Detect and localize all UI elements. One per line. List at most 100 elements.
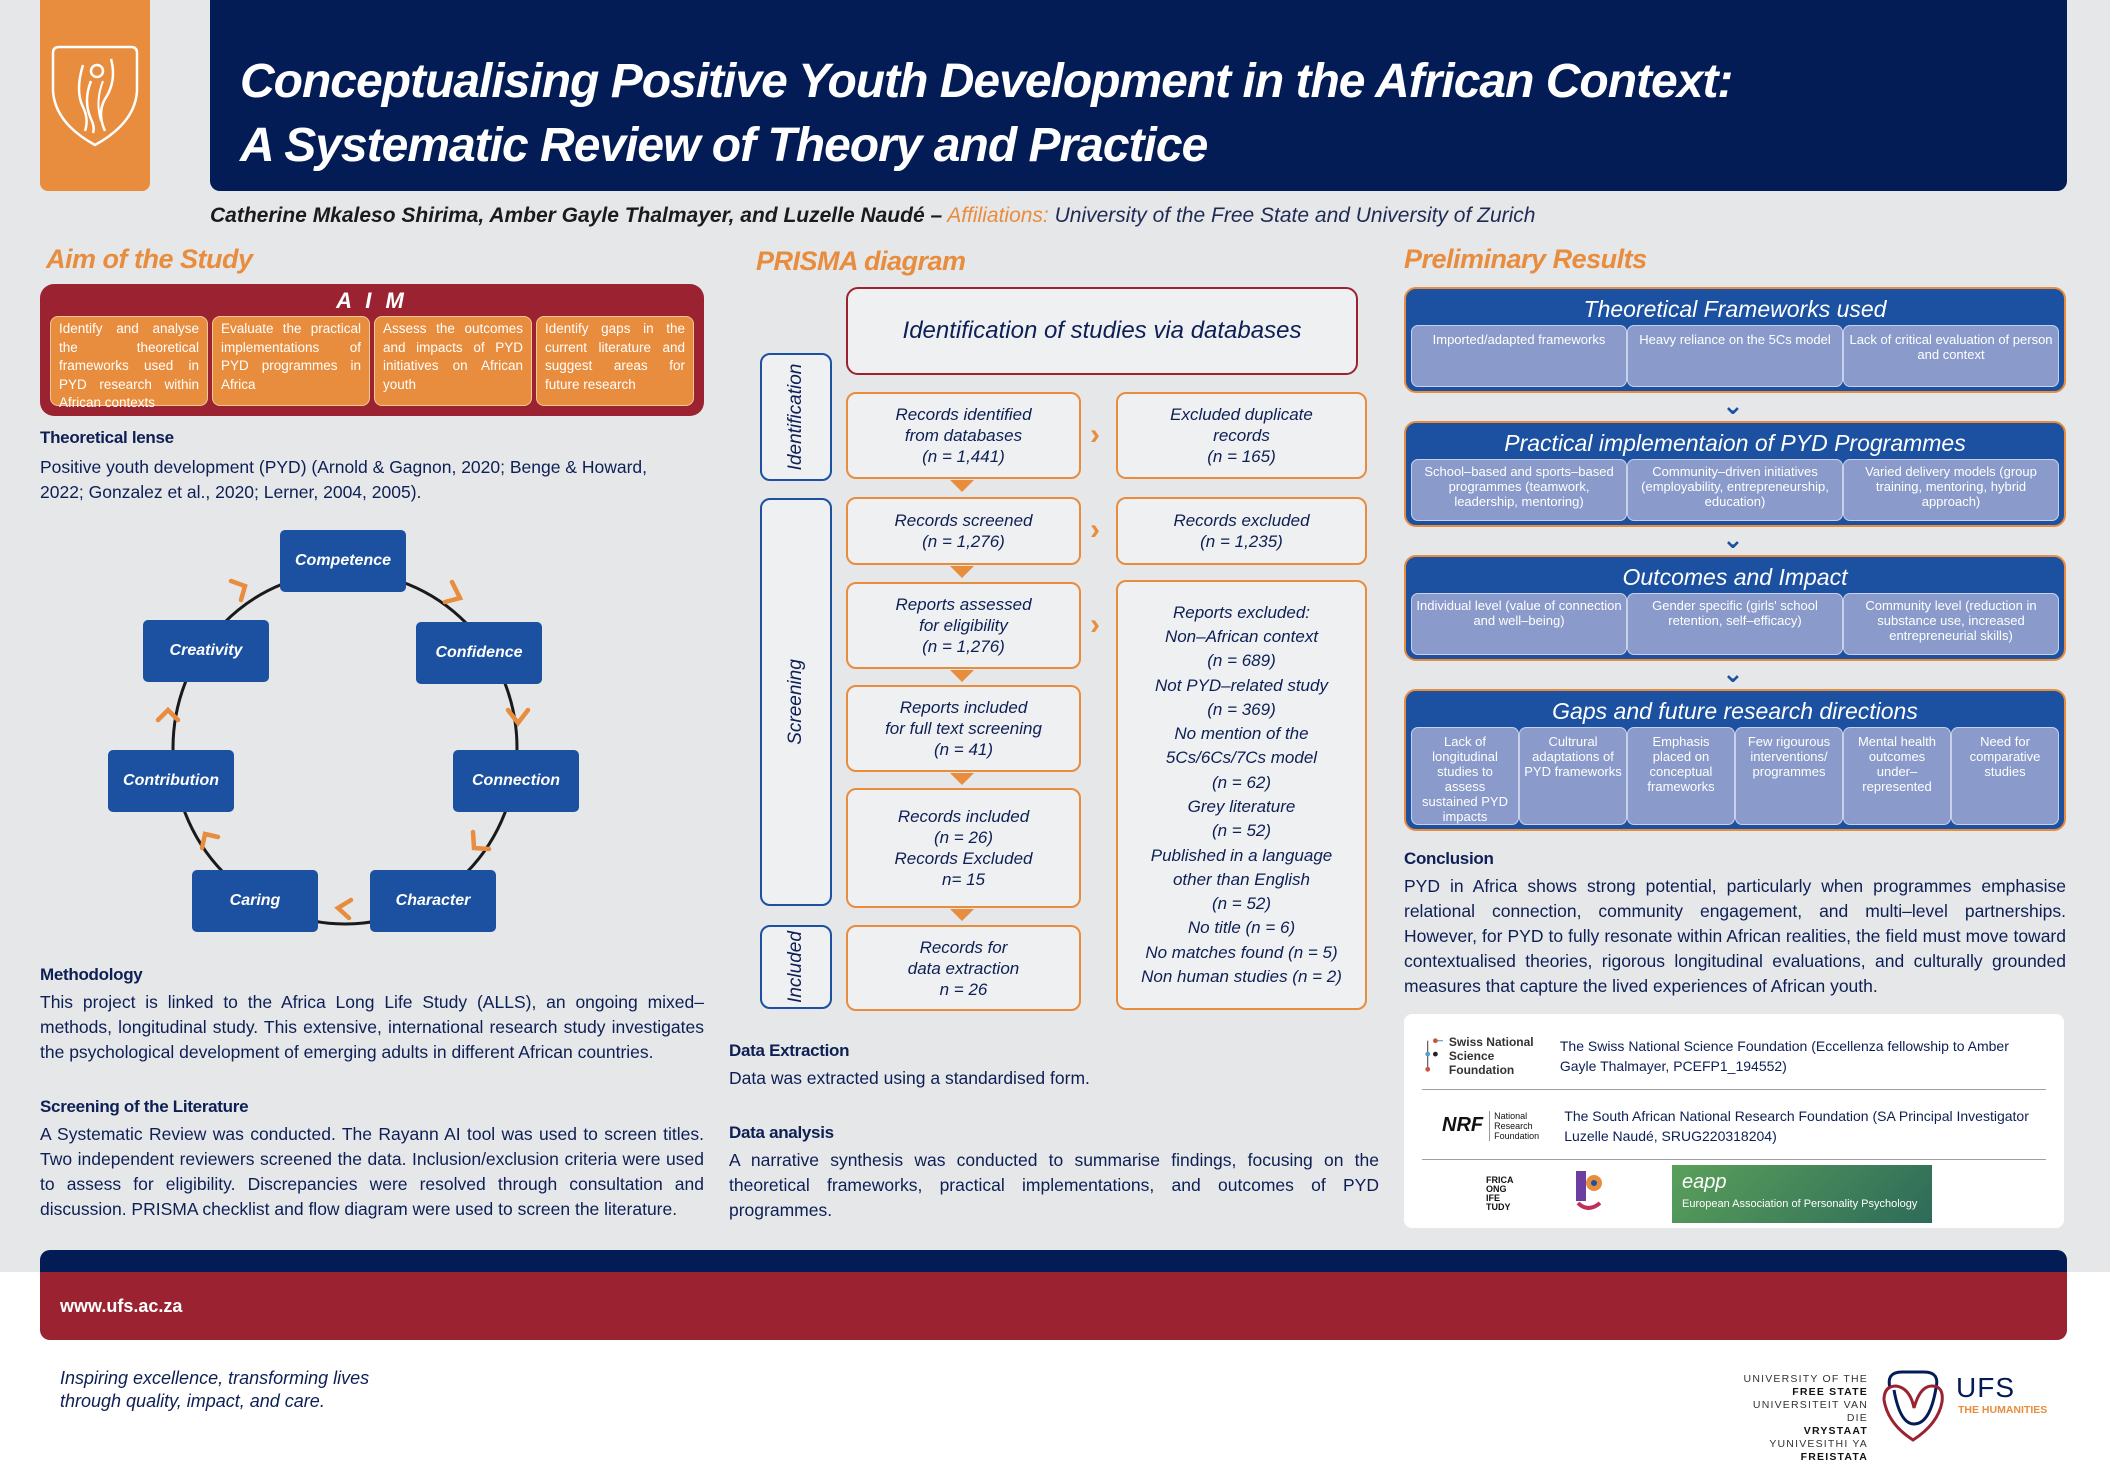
eapp-logo: eapp European Association of Personality…: [1672, 1165, 1932, 1223]
footer-red-bar: www.ufs.ac.za: [40, 1272, 2067, 1340]
chevron-down-icon: ⌄: [1722, 524, 1744, 554]
prisma-box-records-identified: Records identified from databases (n = 1…: [846, 392, 1081, 479]
snsf-logo-text: Swiss National: [1448, 1034, 1534, 1049]
conclusion-text: PYD in Africa shows strong potential, pa…: [1404, 876, 2066, 996]
result-item: Imported/adapted frameworks: [1411, 325, 1627, 387]
box-line: other than English: [1172, 869, 1311, 889]
result-item: Lack of critical evaluation of person an…: [1843, 325, 2059, 387]
box-line: (n = 1,276): [922, 637, 1005, 656]
cycle-node-competence: Competence: [280, 530, 406, 592]
footer-tagline: Inspiring excellence, transforming lives…: [60, 1367, 369, 1413]
alls-logo-text: FRICA: [1486, 1175, 1514, 1185]
result-item: Heavy reliance on the 5Cs model: [1627, 325, 1843, 387]
prisma-box-records-screened: Records screened (n = 1,276): [846, 497, 1081, 565]
box-line: data extraction: [907, 958, 1020, 978]
result-item: Community level (reduction in substance …: [1843, 593, 2059, 655]
ufs-university-names: UNIVERSITY OF THE FREE STATE UNIVERSITEI…: [1740, 1373, 1868, 1464]
prisma-heading: PRISMA diagram: [756, 246, 966, 276]
box-line: n = 26: [939, 979, 988, 999]
panel-title: Practical implementaion of PYD Programme…: [1504, 430, 1966, 456]
cycle-node-caring: Caring: [192, 870, 318, 932]
nrf-logo: NRF National Research Foundation: [1422, 1110, 1562, 1141]
results-panel-outcomes-impact: Outcomes and Impact Individual level (va…: [1404, 555, 2066, 661]
box-line: Excluded duplicate: [1170, 405, 1313, 424]
ufs-name-line: YUNIVESITHI YA: [1769, 1438, 1868, 1450]
cycle-node-contribution: Contribution: [108, 750, 234, 812]
ufs-name-line: UNIVERSITEIT VAN DIE: [1752, 1399, 1868, 1424]
box-line: (n = 41): [933, 740, 994, 759]
face-art-icon: [1576, 1170, 1602, 1210]
box-line: (n = 52): [1211, 821, 1272, 841]
alls-logo-text: ONG: [1486, 1184, 1507, 1194]
nrf-logo-text: NRF: [1442, 1114, 1484, 1136]
box-line: Records screened: [894, 511, 1033, 530]
aim-heading: Aim of the Study: [46, 244, 253, 274]
data-extraction-heading: Data Extraction: [729, 1041, 850, 1060]
data-extraction-text: Data was extracted using a standardised …: [729, 1068, 1090, 1088]
cycle-node-confidence: Confidence: [416, 622, 542, 684]
down-arrow-icon: [950, 773, 974, 785]
eapp-name-text: European Association of Personality Psyc…: [1682, 1198, 1918, 1210]
phase-included: Included: [760, 925, 832, 1009]
box-line: Reports assessed: [895, 595, 1032, 614]
box-line: records: [1213, 426, 1270, 445]
ufs-faculty: THE HUMANITIES: [1958, 1404, 2048, 1416]
panel-title: Outcomes and Impact: [1622, 564, 1848, 590]
snsf-logo: Swiss National Science Foundation: [1422, 1035, 1558, 1077]
nrf-funding-text: The South African National Research Foun…: [1564, 1107, 2029, 1144]
box-line: (n = 1,441): [922, 447, 1005, 466]
ufs-logo-block: [40, 0, 150, 191]
face-art-logo: [1542, 1167, 1642, 1222]
alls-logo-text: IFE: [1486, 1193, 1501, 1203]
right-arrow-icon: ›: [1090, 513, 1100, 546]
prisma-box-reports-full-text: Reports included for full text screening…: [846, 685, 1081, 772]
affiliations-label: Affiliations:: [947, 204, 1049, 227]
result-item: Individual level (value of connection an…: [1411, 593, 1627, 655]
methodology-heading: Methodology: [40, 965, 143, 984]
aim-box-title: A I M: [336, 288, 408, 313]
ufs-heart-logo-icon: [1882, 1370, 1944, 1442]
pyd-7cs-cycle-diagram: Competence Confidence Connection Charact…: [90, 520, 610, 940]
down-arrow-icon: [950, 480, 974, 492]
snsf-funding-text: The Swiss National Science Foundation (E…: [1559, 1037, 2009, 1074]
ufs-url-link[interactable]: www.ufs.ac.za: [60, 1296, 183, 1316]
screening-text: A Systematic Review was conducted. The R…: [40, 1124, 704, 1219]
box-line: (n = 62): [1211, 772, 1272, 792]
result-item: Emphasis placed on conceptual frameworks: [1627, 727, 1735, 825]
tagline-line: Inspiring excellence, transforming lives: [60, 1368, 370, 1388]
box-line: No title (n = 6): [1187, 918, 1296, 938]
funder-row-logos: FRICA ONG IFE TUDY eapp European Associa…: [1422, 1164, 2046, 1224]
theoretical-lense-heading: Theoretical lense: [40, 428, 174, 447]
prisma-box-excluded-duplicates: Excluded duplicate records (n = 165): [1116, 392, 1367, 479]
box-line: Records excluded: [1173, 511, 1310, 530]
prisma-box-data-extraction: Records for data extraction n = 26: [846, 925, 1081, 1011]
box-line: Records Excluded: [894, 849, 1033, 868]
box-line: (n = 52): [1211, 894, 1272, 914]
prisma-box-records-excluded: Records excluded (n = 1,235): [1116, 497, 1367, 565]
title-banner: Conceptualising Positive Youth Developme…: [210, 0, 2067, 191]
result-item: School–based and sports–based programmes…: [1411, 459, 1627, 521]
aim-item: Identify gaps in the current literature …: [536, 316, 694, 406]
box-line: n= 15: [941, 870, 985, 889]
footer-navy-strip: [40, 1250, 2067, 1274]
title-line-1: Conceptualising Positive Youth Developme…: [240, 55, 1733, 108]
ufs-name-line: FREISTATA: [1800, 1451, 1868, 1463]
ufs-name-line: VRYSTAAT: [1803, 1425, 1868, 1437]
nrf-logo-text: Research: [1494, 1120, 1533, 1131]
right-arrow-icon: ›: [1090, 608, 1100, 641]
box-line: (n = 1,276): [922, 532, 1005, 551]
box-line: from databases: [904, 426, 1023, 445]
results-panel-theoretical-frameworks: Theoretical Frameworks used Imported/ada…: [1404, 287, 2066, 393]
box-line: 5Cs/6Cs/7Cs model: [1165, 748, 1318, 768]
tagline-line: through quality, impact, and care.: [60, 1391, 325, 1411]
panel-title: Theoretical Frameworks used: [1583, 296, 1887, 322]
box-line: Records included: [897, 807, 1030, 826]
authors-line: Catherine Mkaleso Shirima, Amber Gayle T…: [210, 204, 1535, 228]
box-line: (n = 1,235): [1200, 532, 1283, 551]
ufs-wordmark: UFS: [1956, 1372, 2015, 1403]
funder-row-snsf: Swiss National Science Foundation The Sw…: [1422, 1022, 2046, 1090]
box-line: Non human studies (n = 2): [1141, 967, 1342, 987]
phase-label: Included: [785, 931, 806, 1003]
box-line: (n = 369): [1207, 699, 1276, 719]
aim-item: Assess the outcomes and impacts of PYD i…: [374, 316, 532, 406]
